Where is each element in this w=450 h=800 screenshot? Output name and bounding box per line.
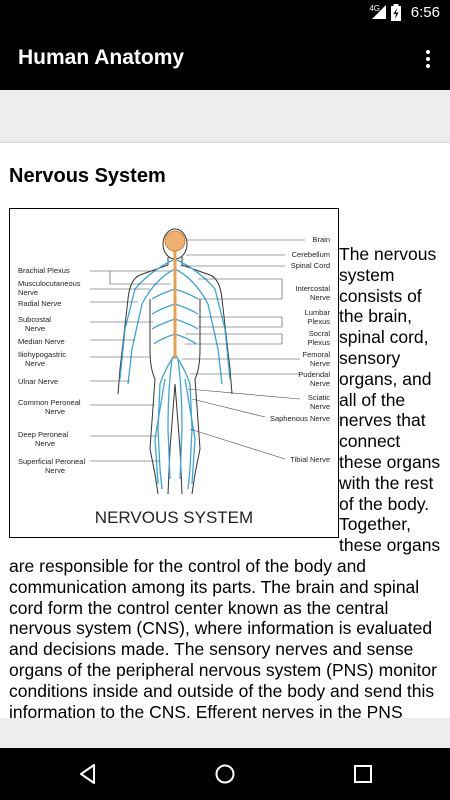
- label-iliohypogastric-nerve: Nerve: [25, 359, 45, 368]
- label-socral: Socral: [309, 329, 331, 338]
- label-femoral-nerve: Nerve: [310, 359, 330, 368]
- battery-charging-icon: [391, 4, 401, 21]
- label-pudendal-nerve: Nerve: [310, 379, 330, 388]
- label-musculocutaneous: Musculocutaneous: [18, 279, 81, 288]
- label-intercostal: Intercostal: [295, 284, 330, 293]
- label-sciatic-nerve: Nerve: [310, 402, 330, 411]
- signal-icon: [372, 5, 386, 19]
- clock: 6:56: [410, 4, 440, 21]
- bottom-banner: [0, 718, 450, 748]
- recents-icon[interactable]: [351, 762, 375, 786]
- label-ulnar-nerve: Ulnar Nerve: [18, 377, 58, 386]
- label-femoral: Femoral: [302, 350, 330, 359]
- label-cerebellum: Cerebellum: [292, 250, 330, 259]
- figure-wrap-spacer: [9, 244, 339, 545]
- label-median-nerve: Median Nerve: [18, 337, 65, 346]
- label-deep-peroneal: Deep Peroneal: [18, 430, 68, 439]
- label-lumbar: Lumbar: [305, 308, 331, 317]
- label-saphenous-nerve: Saphenous Nerve: [270, 414, 330, 423]
- app-title: Human Anatomy: [18, 46, 185, 69]
- label-subcostal-nerve: Nerve: [25, 324, 45, 333]
- back-icon[interactable]: [76, 762, 100, 786]
- label-radial-nerve: Radial Nerve: [18, 299, 61, 308]
- nervous-system-figure: Brachial Plexus Musculocutaneous Nerve R…: [9, 208, 339, 538]
- article-heading: Nervous System: [9, 165, 166, 187]
- label-sciatic: Sciatic: [308, 393, 330, 402]
- label-pudendal: Pudendal: [298, 370, 330, 379]
- label-socral-plexus: Plexus: [307, 338, 330, 347]
- label-subcostal: Subcostal: [18, 315, 51, 324]
- network-type: 4G: [369, 4, 380, 13]
- ad-banner: [0, 90, 450, 143]
- label-brain: Brain: [312, 235, 330, 244]
- label-spinal-cord: Spinal Cord: [291, 261, 330, 270]
- status-bar: 4G 6:56: [0, 0, 450, 26]
- label-iliohypogastric: Iliohypogastric: [18, 350, 66, 359]
- home-icon[interactable]: [213, 762, 237, 786]
- label-common-peroneal: Common Peroneal: [18, 398, 81, 407]
- app-bar: Human Anatomy: [0, 26, 450, 90]
- label-tibial-nerve: Tibial Nerve: [290, 455, 330, 464]
- more-vert-icon[interactable]: [418, 48, 438, 70]
- label-common-peroneal-nerve: Nerve: [45, 407, 65, 416]
- label-brachial-plexus: Brachial Plexus: [18, 266, 70, 275]
- article-body-text: The nervous system consists of the brain…: [9, 244, 441, 718]
- label-deep-peroneal-nerve: Nerve: [35, 439, 55, 448]
- article-scroll[interactable]: Nervous System: [0, 143, 450, 718]
- label-superficial-peroneal-nerve: Nerve: [45, 466, 65, 475]
- article-body: The nervous system consists of the brain…: [9, 244, 441, 718]
- label-superficial-peroneal: Superficial Peroneal: [18, 457, 85, 466]
- figure-caption: NERVOUS SYSTEM: [95, 508, 253, 527]
- label-intercostal-nerve: Nerve: [310, 293, 330, 302]
- label-musculocutaneous-nerve: Nerve: [18, 288, 38, 297]
- navigation-bar: [0, 748, 450, 800]
- label-lumbar-plexus: Plexus: [307, 317, 330, 326]
